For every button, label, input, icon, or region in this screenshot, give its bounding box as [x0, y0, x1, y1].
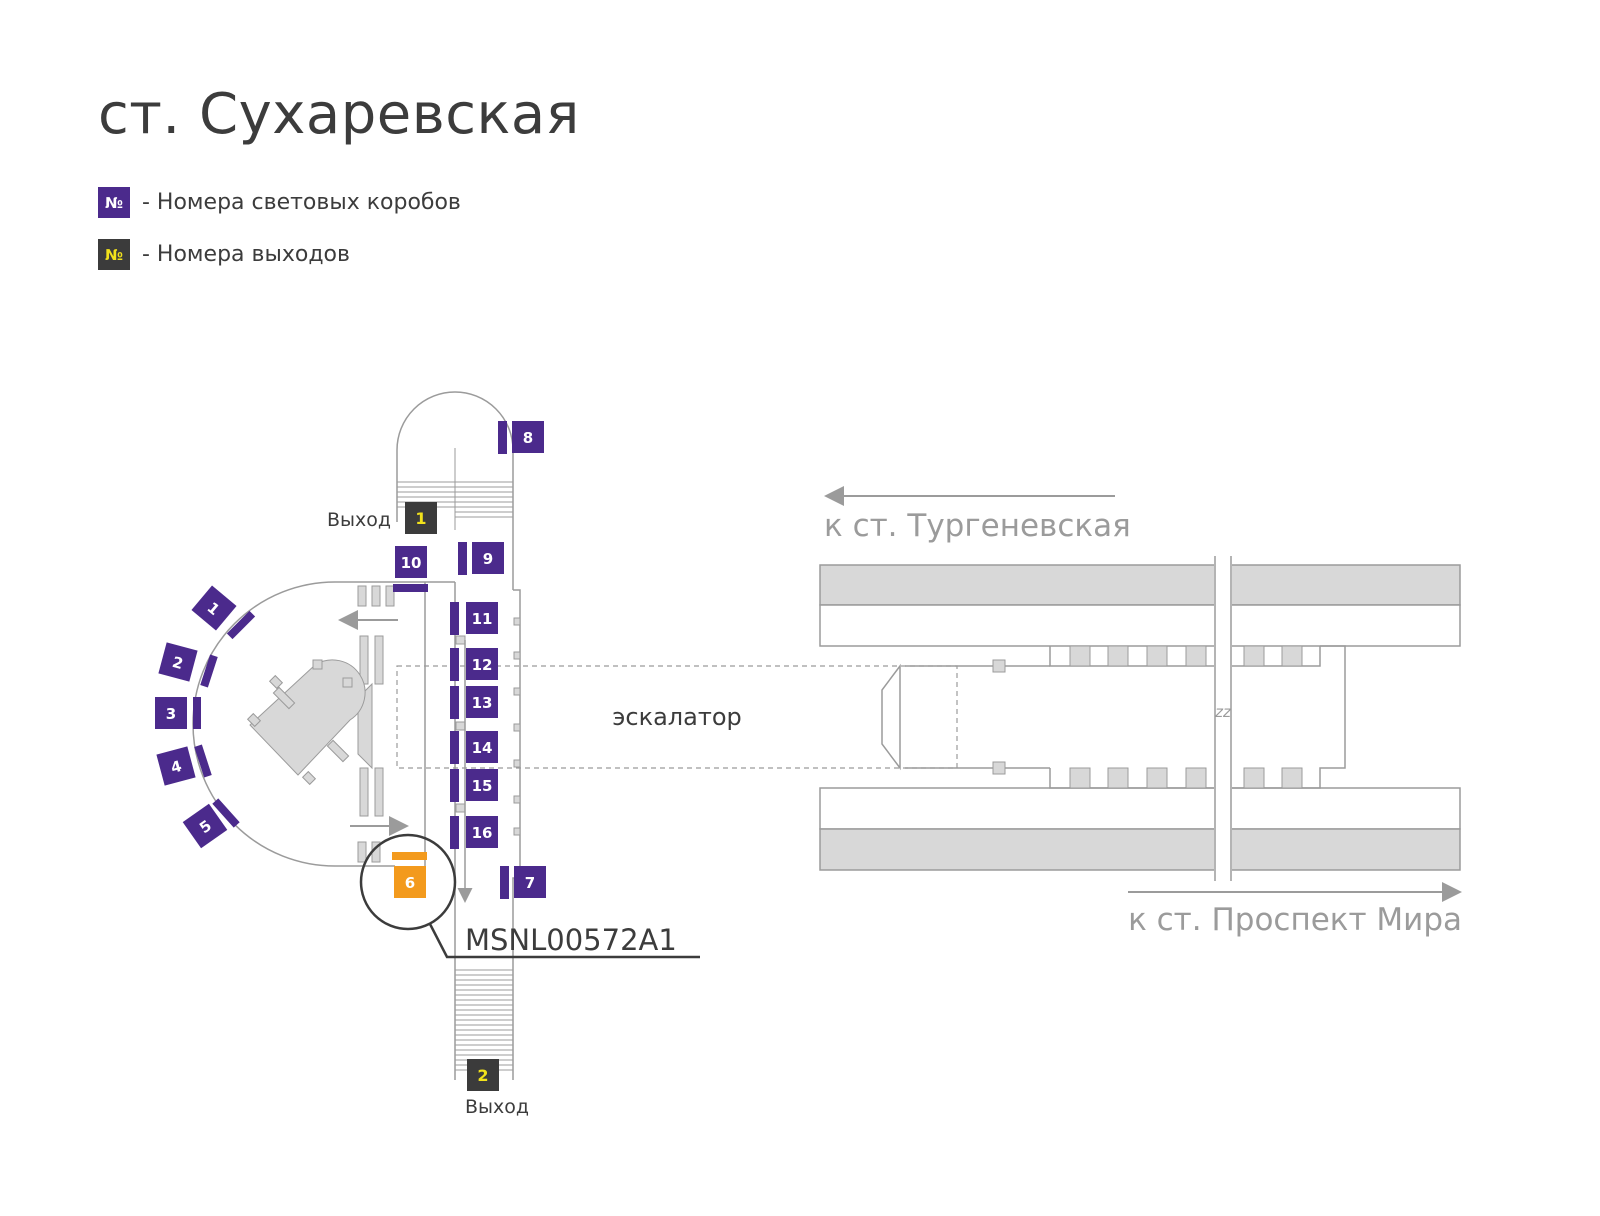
lightbox-9-bar [458, 542, 467, 575]
track-bottom [819, 828, 1461, 871]
hall-walls [905, 665, 1050, 769]
lightbox-14-bar [450, 731, 459, 764]
lightbox-legend-text: - Номера световых коробов [142, 190, 461, 215]
callout-leader [428, 923, 700, 959]
lightbox-13[interactable]: 13 [466, 686, 498, 718]
break-mark: zz [1214, 703, 1232, 721]
lightbox-10-bar [393, 584, 428, 592]
lightbox-8-bar [498, 421, 507, 454]
highlighted-box-id: MSNL00572A1 [465, 923, 677, 957]
platform-edge-top [819, 604, 1461, 647]
station-title: ст. Сухаревская [98, 82, 580, 147]
lightbox-10-number: 10 [401, 554, 422, 572]
lightbox-7-bar [500, 866, 509, 899]
lightbox-14[interactable]: 14 [466, 731, 498, 763]
direction-left: к ст. Тургеневская [824, 508, 1131, 544]
lightbox-4-number: 4 [169, 757, 184, 777]
highlight-circle [359, 833, 457, 931]
break-lines: zz [1214, 556, 1232, 881]
lightbox-16-number: 16 [472, 824, 493, 842]
exit-1-badge [405, 502, 437, 534]
lightbox-7[interactable]: 7 [514, 866, 546, 898]
lightbox-14-number: 14 [472, 739, 493, 757]
lightbox-6-number: 6 [405, 874, 415, 892]
escalator-label: эскалатор [612, 703, 742, 731]
track-top [819, 564, 1461, 606]
lightbox-4[interactable]: 4 [156, 746, 196, 786]
legend-lightboxes: № - Номера световых коробов [98, 187, 461, 218]
corridor-columns [455, 617, 521, 836]
lightbox-11[interactable]: 11 [466, 602, 498, 634]
lightbox-3[interactable]: 3 [155, 697, 187, 729]
lightbox-15-number: 15 [472, 777, 493, 795]
exit-legend-swatch: № [98, 239, 130, 270]
lightbox-1-bar [226, 610, 256, 640]
lightbox-9-number: 9 [483, 550, 493, 568]
kiosk [246, 659, 366, 786]
lightbox-10[interactable]: 10 [395, 546, 427, 578]
escalator-corridor [396, 665, 958, 769]
platform-area [819, 564, 1461, 871]
lightbox-12-bar [450, 648, 459, 681]
exit-1-number: 1 [415, 509, 426, 528]
exit-legend-text: - Номера выходов [142, 242, 350, 267]
lightbox-13-bar [450, 686, 459, 719]
lightbox-12[interactable]: 12 [466, 648, 498, 680]
lightbox-8-number: 8 [523, 429, 533, 447]
lightbox-4-bar [194, 744, 212, 778]
lightbox-legend-swatch: № [98, 187, 130, 218]
stairs-bottom [455, 969, 513, 1071]
lightbox-15-bar [450, 769, 459, 802]
lightbox-12-number: 12 [472, 656, 493, 674]
lightbox-2[interactable]: 2 [158, 642, 198, 682]
hall-outline [1049, 645, 1346, 789]
lightbox-5[interactable]: 5 [182, 803, 228, 849]
exit-2-badge [467, 1059, 499, 1091]
direction-right: к ст. Проспект Мира [1128, 902, 1462, 938]
lightbox-16[interactable]: 16 [466, 816, 498, 848]
lightbox-11-bar [450, 602, 459, 635]
lightbox-15[interactable]: 15 [466, 769, 498, 801]
highlighted-lightbox[interactable]: 6 MSNL00572A1 [359, 833, 700, 959]
escalator-end [881, 663, 901, 771]
turnstiles [357, 585, 395, 863]
lightbox-16-bar [450, 816, 459, 849]
lightbox-7-number: 7 [525, 874, 535, 892]
lightbox-5-bar [212, 798, 240, 828]
exit-2-label: Выход [465, 1096, 529, 1118]
top-dome [396, 391, 514, 482]
lightbox-6-bar [392, 852, 427, 860]
platform-columns [992, 645, 1303, 789]
lightbox-3-bar [193, 697, 201, 729]
platform-edge-bottom [819, 787, 1461, 830]
legend-exits: № - Номера выходов [98, 239, 350, 270]
lightbox-11-number: 11 [472, 610, 493, 628]
lightbox-2-bar [200, 654, 218, 688]
exit-1-label: Выход [327, 509, 391, 531]
lightbox-13-number: 13 [472, 694, 493, 712]
lightbox-3-number: 3 [166, 705, 176, 723]
lightbox-9[interactable]: 9 [472, 542, 504, 574]
lightbox-1[interactable]: 1 [191, 585, 237, 631]
exit-2-number: 2 [477, 1066, 488, 1085]
lightbox-2-number: 2 [170, 653, 185, 673]
lightbox-6-badge [394, 866, 426, 898]
lightbox-8[interactable]: 8 [512, 421, 544, 453]
lightboxes: 1 2 3 4 5 7 [155, 421, 546, 899]
